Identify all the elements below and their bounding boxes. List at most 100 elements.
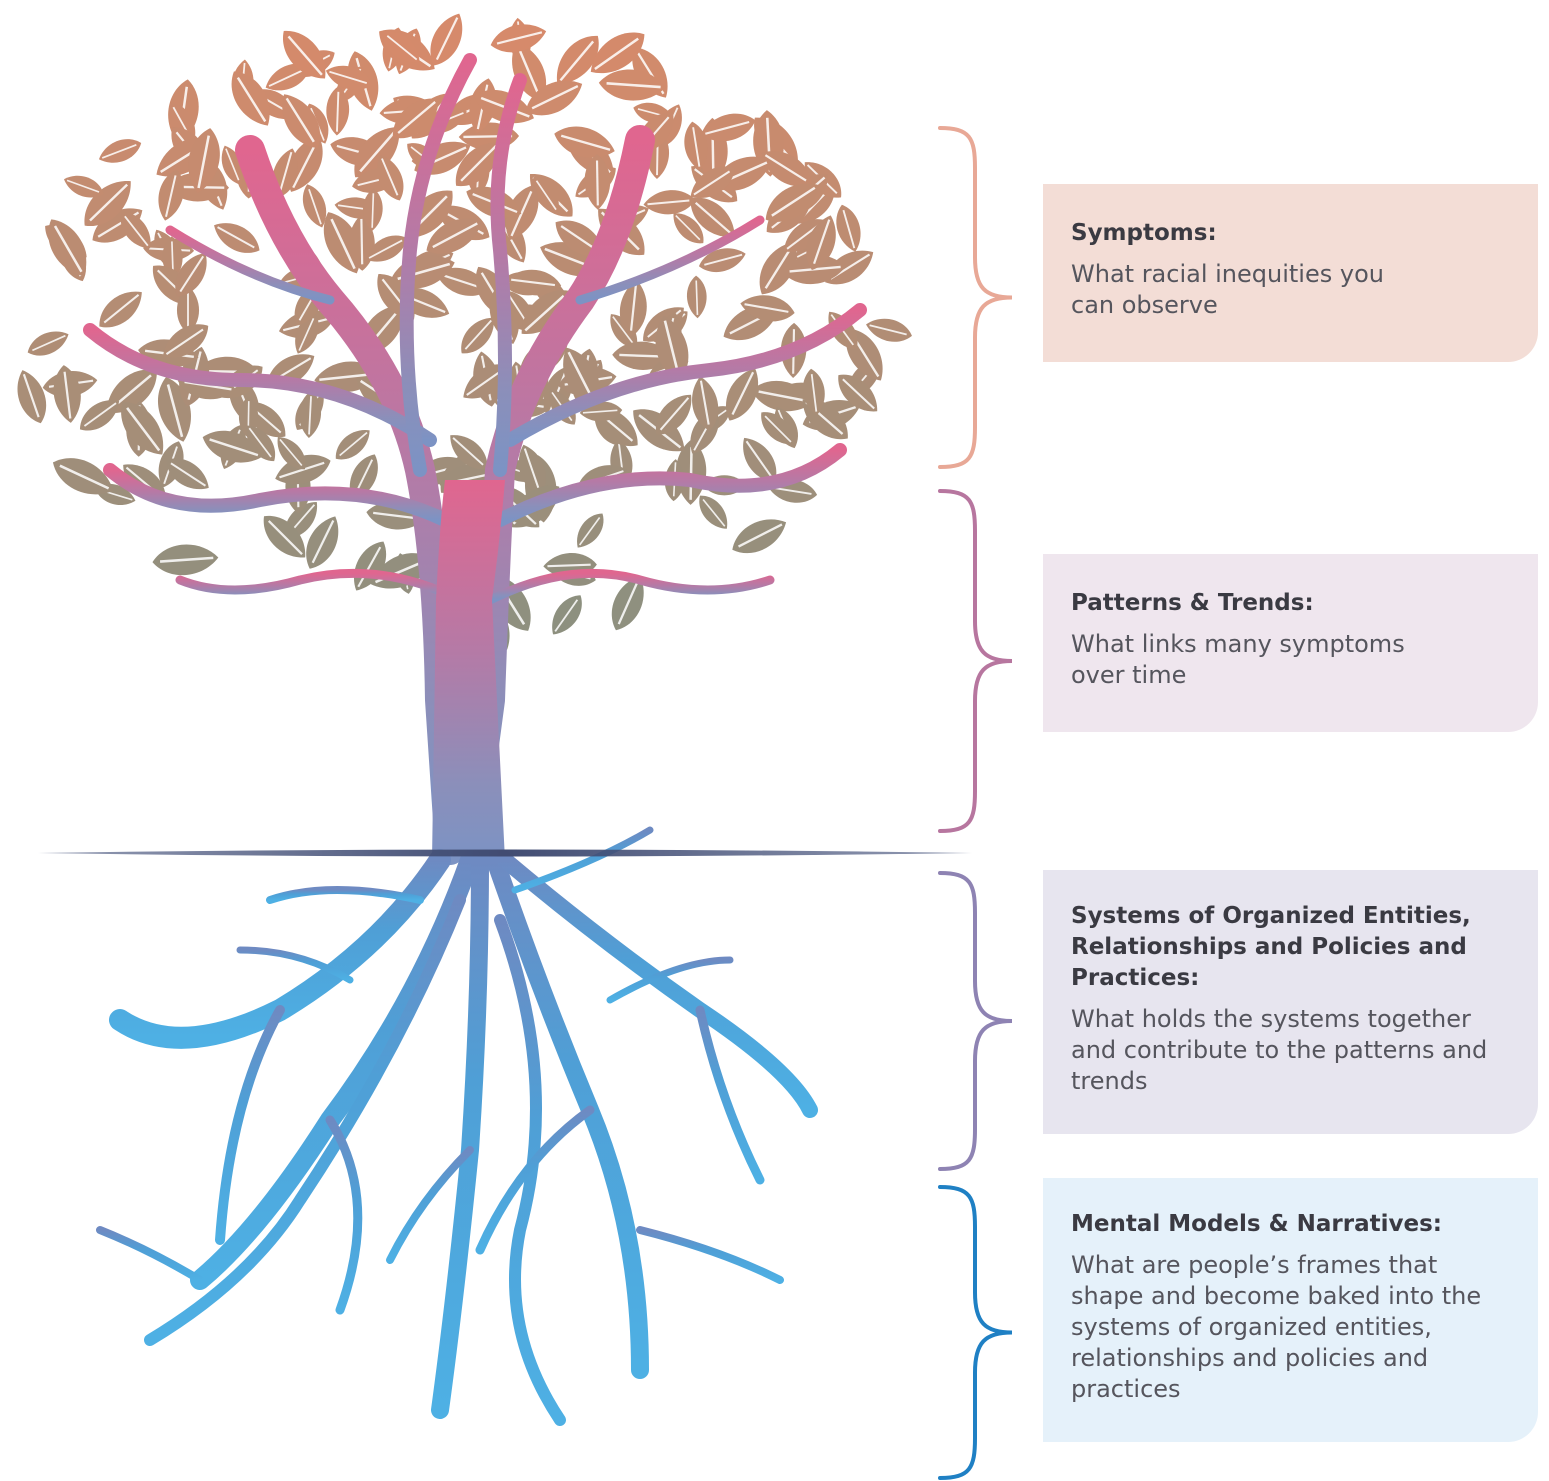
leaf [699,495,728,529]
leaf [761,412,794,445]
leaf [836,204,861,252]
leaf [455,142,500,187]
leaf [98,139,142,163]
leaf [507,269,562,296]
systems-title: Systems of Organized Entities, Relations… [1071,903,1471,991]
leaf [306,516,339,569]
leaf [866,318,912,342]
leaf [99,291,142,328]
leaf [52,458,114,495]
leaf [362,188,383,232]
leaf [188,128,220,194]
leaf [53,365,81,423]
patterns-title: Patterns & Trends: [1071,590,1314,616]
mental-models-title: Mental Models & Narratives: [1071,1211,1442,1237]
leaf [563,347,600,407]
leaf [655,394,692,435]
leaf [231,71,270,126]
leaf [17,370,47,424]
patterns-description: What links many symptoms over time [1071,630,1405,689]
branch [165,225,335,305]
leaf [598,69,666,101]
leaf [277,436,306,470]
leaf [584,154,611,210]
leaf [673,213,704,244]
leaf [84,181,131,227]
leaf [692,376,719,431]
leaf [690,166,735,198]
symptoms-card: Symptoms: What racial inequities you can… [1043,184,1538,362]
leaf [577,513,604,548]
root [636,1226,784,1284]
leaf [335,430,370,460]
leaf [175,252,207,297]
leaf [202,430,263,463]
branch [503,303,867,447]
leaf [323,212,361,274]
branch [575,215,765,305]
leaf [461,317,494,354]
leaf [525,80,583,116]
root [494,914,566,1426]
leaf [505,185,539,241]
symptoms-title: Symptoms: [1071,220,1217,246]
leaf [426,218,482,254]
root [695,1005,765,1185]
root [475,1105,595,1255]
leaf [556,35,599,85]
leaf [430,13,463,66]
root [144,894,466,1346]
leaf [732,519,787,554]
leaf [619,279,647,338]
leaf [377,155,404,201]
leaf [365,235,407,262]
leaf [299,390,322,439]
trunk [432,480,505,860]
leaf [158,169,184,221]
root [497,852,818,1118]
leaf [326,86,350,136]
leaf [435,267,489,296]
branch [399,53,477,477]
leaf [383,31,420,63]
leaf [655,315,689,381]
leaf [79,400,120,431]
leaf [686,275,707,319]
leaf [27,331,69,356]
branch [103,463,452,527]
leaf [761,151,812,187]
braces [938,126,1013,1480]
root [325,1115,363,1315]
patterns-card: Patterns & Trends: What links many sympt… [1043,554,1538,732]
leaf [701,113,756,142]
leaf [806,215,836,270]
root [96,1226,204,1284]
root [606,956,734,1004]
leaf [48,219,87,277]
leaf [643,190,696,215]
leaf [392,98,439,139]
root [215,1005,285,1245]
systems-card: Systems of Organized Entities, Relations… [1043,870,1538,1134]
branches [83,53,867,865]
leaf [282,94,321,149]
brace-mental [938,1185,1013,1480]
leaf [552,595,582,635]
leaf [759,241,797,295]
leaf [166,458,209,490]
leaf [518,444,546,495]
mental-models-card: Mental Models & Narratives: What are peo… [1043,1178,1538,1442]
leaf [221,145,244,185]
systems-description: What holds the systems together and cont… [1071,1005,1488,1095]
leaf [698,248,746,273]
leaf [64,175,104,198]
leaf [246,425,276,462]
root [266,886,424,904]
branch [83,323,437,447]
root [511,826,654,894]
leaf [288,136,323,192]
symptoms-description: What racial inequities you can observe [1071,260,1384,319]
leaf [214,223,260,253]
